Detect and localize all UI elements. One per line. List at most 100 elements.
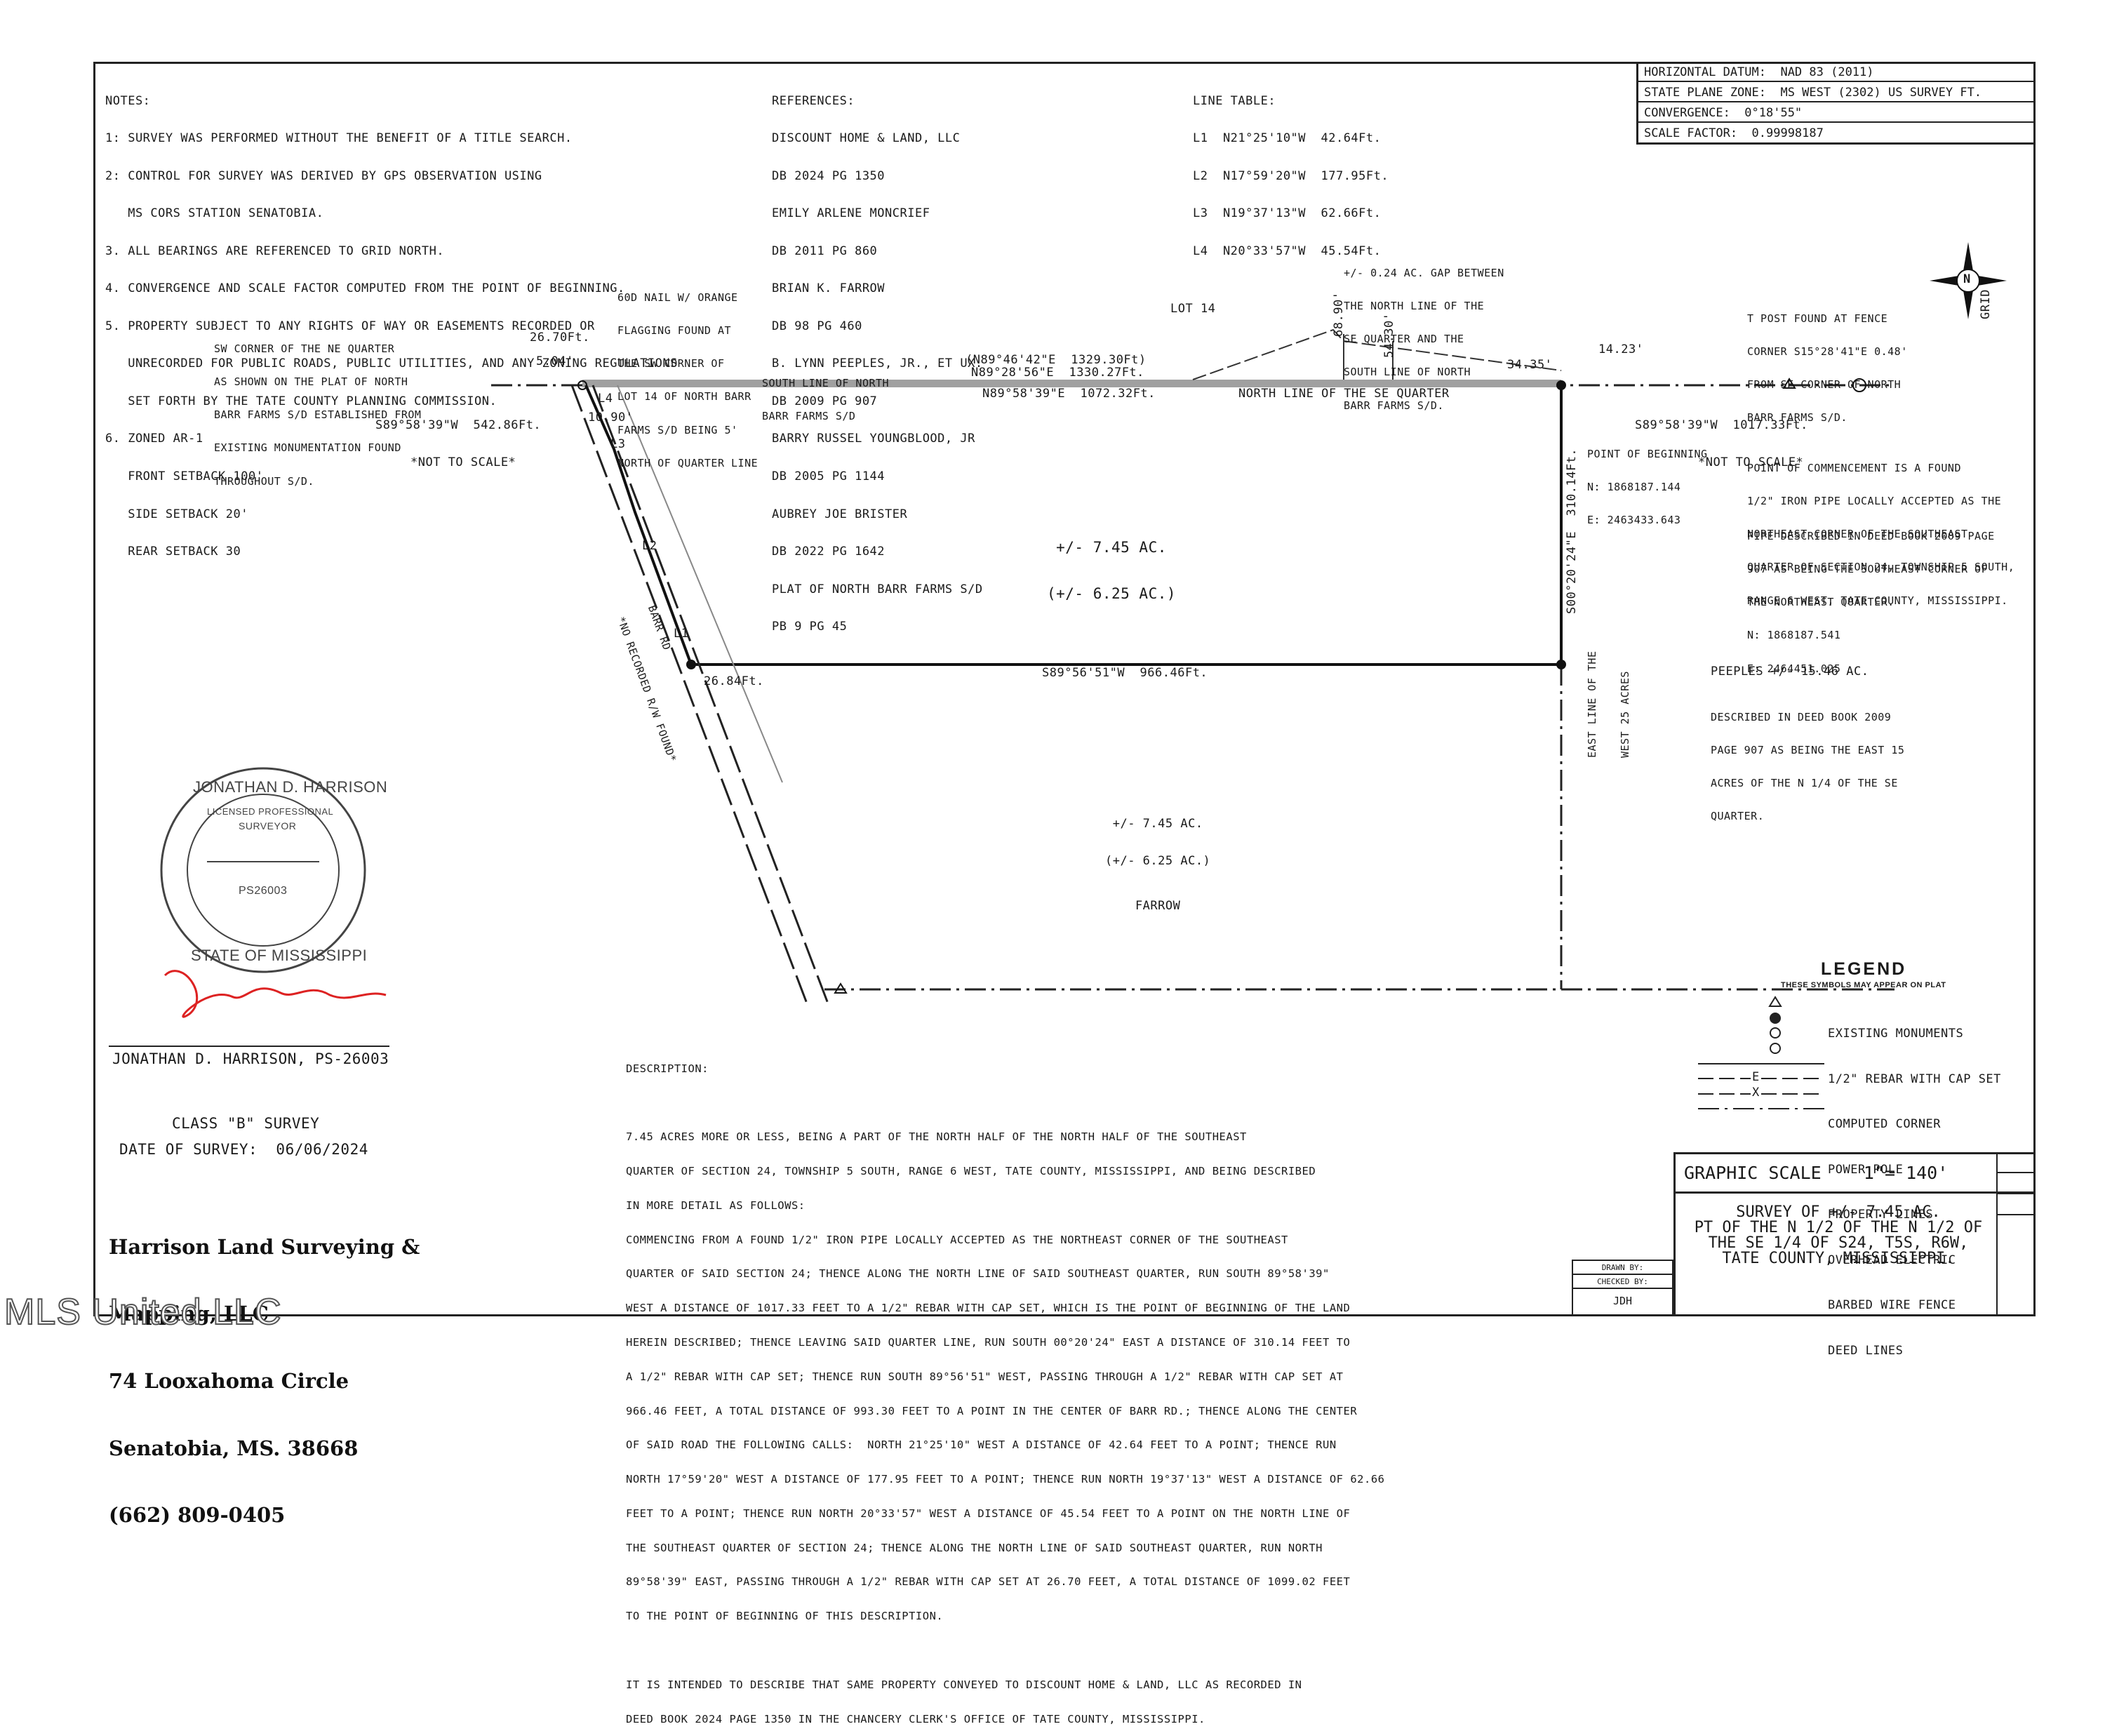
drawn-by-label: DRAWN BY: (1573, 1261, 1672, 1275)
notes-line: SET FORTH BY THE TATE COUNTY PLANNING CO… (105, 394, 497, 408)
line-table-row: L2 N17°59'20"W 177.95Ft. (1193, 168, 1389, 183)
south-call: S89°56'51"W 966.46Ft. (1042, 666, 1208, 680)
existing-monument-marker (1782, 378, 1796, 389)
rebar-cap-set-marker (686, 660, 696, 669)
legend-title: LEGEND (1821, 959, 1907, 979)
area-line: (+/- 6.25 AC.) (1047, 585, 1177, 603)
dim-68-90: 68.90' (1332, 291, 1346, 337)
line-table: LINE TABLE: L1 N21°25'10"W 42.64Ft. L2 N… (1193, 70, 1389, 271)
label-area-subject: +/- 7.45 AC. (+/- 6.25 AC.) (1047, 509, 1176, 617)
reference-line: BARRY RUSSEL YOUNGBLOOD, JR (772, 432, 975, 446)
sheet-border (93, 62, 2036, 1316)
label-line: SE QUARTER AND THE (1344, 333, 1464, 345)
label-line: PAGE 907 AS BEING THE EAST 15 (1711, 743, 1905, 756)
legend-item: PROPERTY LINES (1828, 1208, 1934, 1222)
description-line: QUARTER OF SECTION 24, TOWNSHIP 5 SOUTH,… (626, 1164, 1316, 1177)
checked-by-label: CHECKED BY: (1573, 1275, 1672, 1289)
description-line: 966.46 FEET, A TOTAL DISTANCE OF 993.30 … (626, 1404, 1358, 1417)
label-line: LOT 14 OF NORTH BARR (617, 390, 751, 403)
label-line: FROM SE CORNER OF NORTH (1747, 378, 1902, 391)
label-lot-14: LOT 14 (1170, 302, 1216, 316)
seal-number: PS26003 (239, 885, 288, 897)
computed-corner-marker (577, 380, 587, 390)
label-line: E: 2463433.643 (1587, 514, 1681, 526)
notes-block: NOTES: 1: SURVEY WAS PERFORMED WITHOUT T… (105, 70, 678, 571)
notes-line: 6. ZONED AR-1 (105, 432, 203, 446)
west-call: S89°58'39"W 542.86Ft. *NOT TO SCALE* (375, 394, 541, 482)
area-line: FARROW (1135, 898, 1181, 913)
road-centerline (584, 385, 693, 665)
label-line: SOUTH LINE OF NORTH (762, 376, 890, 389)
fence-line (1192, 328, 1562, 380)
datum-horizontal: HORIZONTAL DATUM: NAD 83 (2011) (1638, 62, 2036, 82)
label-point-of-beginning: POINT OF BEGINNING N: 1868187.144 E: 246… (1587, 427, 1708, 538)
label-line: E: 2464451.025 (1747, 662, 1841, 675)
description-line: COMMENCING FROM A FOUND 1/2" IRON PIPE L… (626, 1233, 1288, 1246)
survey-title: SURVEY OF +/- 7.45 AC. PT OF THE N 1/2 O… (1676, 1194, 1993, 1267)
label-line: BARR FARMS S/D. (1747, 411, 1847, 425)
line-table-row: L4 N20°33'57"W 45.54Ft. (1193, 243, 1382, 258)
dim-14-23: 14.23' (1598, 342, 1644, 356)
label-l1: L1 (674, 627, 689, 641)
plat-drawing (160, 242, 2007, 1109)
description-line: A 1/2" REBAR WITH CAP SET; THENCE RUN SO… (626, 1370, 1344, 1383)
label-point-of-commencement: POINT OF COMMENCEMENT IS A FOUND 1/2" IR… (1747, 441, 2014, 617)
reference-line: DB 2024 PG 1350 (772, 168, 886, 183)
reference-line: B. LYNN PEEPLES, JR., ET UX. (772, 356, 983, 371)
call-text: S89°58'39"W 542.86Ft. (375, 418, 542, 432)
description-line: HEREIN DESCRIBED; THENCE LEAVING SAID QU… (626, 1335, 1351, 1349)
description-block: DESCRIPTION: 7.45 ACRES MORE OR LESS, BE… (626, 1040, 1385, 1736)
legend-symbols (1698, 996, 1824, 1109)
label-north: N (1963, 272, 1971, 286)
label-line: EXISTING MONUMENTATION FOUND (214, 441, 401, 455)
east-call: S89°58'39"W 1017.33Ft. *NOT TO SCALE* (1635, 394, 1808, 482)
label-line: BARR FARMS S/D ESTABLISHED FROM (214, 408, 422, 421)
description-line: 7.45 ACRES MORE OR LESS, BEING A PART OF… (626, 1130, 1247, 1144)
datum-scale-factor: SCALE FACTOR: 0.99998187 (1644, 126, 1824, 140)
datum-box: HORIZONTAL DATUM: NAD 83 (2011) STATE PL… (1636, 62, 2036, 145)
dim-26-70: 26.70Ft. (530, 330, 590, 345)
label-line: EAST LINE OF THE (1585, 650, 1598, 759)
label-line: CORNER S15°28'41"E 0.48' (1747, 345, 1908, 358)
legend-item: 1/2" REBAR WITH CAP SET (1828, 1071, 2001, 1086)
deed-band (582, 380, 1561, 387)
description-line: THE SOUTHEAST QUARTER OF SECTION 24; THE… (626, 1541, 1323, 1554)
legend-item: OVERHEAD ELECTRIC (1828, 1253, 1956, 1267)
reference-line: DB 2005 PG 1144 (772, 469, 886, 483)
road-power-line (617, 385, 783, 783)
reference-line: EMILY ARLENE MONCRIEF (772, 206, 930, 221)
company-info: Harrison Land Surveying & Mapping, LLC 7… (109, 1191, 420, 1549)
description-line (626, 1645, 1385, 1656)
existing-monument-marker (834, 982, 848, 994)
label-line: 60D NAIL W/ ORANGE (617, 291, 738, 304)
label-line: SW CORNER OF THE NE QUARTER (214, 342, 395, 355)
survey-date: DATE OF SURVEY: 06/06/2024 (119, 1141, 368, 1158)
label-line: PIPE DESCRIBED IN DEED BOOK 2009 PAGE (1747, 529, 1995, 542)
label-line: +/- 0.24 AC. GAP BETWEEN (1344, 266, 1504, 279)
title-line: THE SE 1/4 OF S24, T5S, R6W, (1708, 1234, 1969, 1252)
label-l4: L4 (598, 392, 613, 406)
legend-item: DEED LINES (1828, 1343, 1904, 1358)
description-line: WEST A DISTANCE OF 1017.33 FEET TO A 1/2… (626, 1302, 1351, 1315)
legend-x-symbol: X (1751, 1086, 1761, 1100)
rebar-cap-set-marker (1556, 380, 1566, 390)
north-call: N89°58'39"E 1072.32Ft. (982, 387, 1156, 401)
legend-subtitle: THESE SYMBOLS MAY APPEAR ON PLAT (1781, 981, 1946, 989)
notes-line: FRONT SETBACK 100' (105, 469, 264, 483)
label-sw-corner: SW CORNER OF THE NE QUARTER AS SHOWN ON … (214, 321, 421, 498)
label-line: SOUTH LINE OF NORTH (1344, 366, 1471, 379)
graphic-scale: GRAPHIC SCALE 1"= 140' (1676, 1154, 2033, 1194)
description-line: IT IS INTENDED TO DESCRIBE THAT SAME PRO… (626, 1678, 1302, 1691)
reference-line: DISCOUNT HOME & LAND, LLC (772, 131, 961, 146)
label-peeples: PEEPLES +/- 15.46 AC. (1711, 665, 1869, 679)
record-call-2: N89°28'56"E 1330.27Ft. (971, 366, 1144, 380)
label-line: FLAGGING FOUND AT (617, 323, 732, 337)
notes-line: 5. PROPERTY SUBJECT TO ANY RIGHTS OF WAY… (105, 319, 595, 333)
dim-10-90: 10.90' (588, 410, 634, 425)
label-line: 1/2" IRON PIPE LOCALLY ACCEPTED AS THE (1747, 494, 2002, 507)
legend-item: EXISTING MONUMENTS (1828, 1027, 1964, 1041)
label-line: AS SHOWN ON THE PLAT OF NORTH (214, 375, 408, 388)
label-line: N: 1868187.541 (1747, 629, 1841, 642)
road-edge-east (592, 385, 829, 1004)
reference-line: PB 9 PG 45 (772, 620, 848, 634)
